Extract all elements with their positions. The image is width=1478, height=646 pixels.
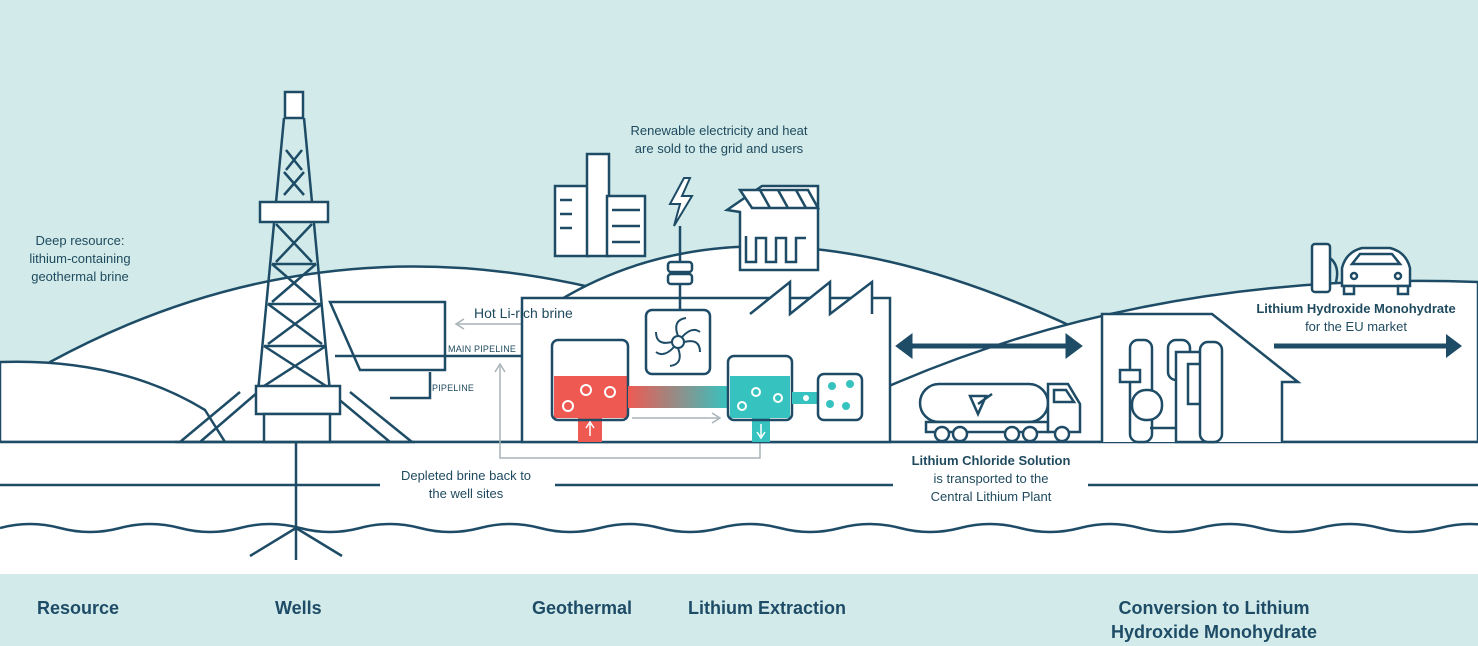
transformer-icon — [666, 226, 694, 310]
turbine-fan-icon — [644, 308, 712, 376]
drilling-rig-icon — [175, 90, 415, 560]
stage-conversion: Conversion to Lithium Hydroxide Monohydr… — [1098, 596, 1330, 644]
brine-transfer-pipe — [628, 386, 728, 408]
ground-band — [0, 442, 1478, 574]
house-solar-icon — [723, 184, 821, 272]
stage-resource: Resource — [37, 598, 120, 618]
licl-line-1: is transported to the — [933, 471, 1049, 486]
pipeline-label: PIPELINE — [432, 383, 475, 393]
pipelines — [328, 300, 522, 400]
cool-brine-tank-icon — [726, 354, 794, 442]
depleted-brine-line-2: the well sites — [428, 486, 504, 501]
stage-wells: Wells — [275, 598, 322, 618]
conversion-plant-icon — [1100, 312, 1302, 444]
stage-lithium-extraction: Lithium Extraction — [688, 598, 847, 618]
lioh-label: Lithium Hydroxide Monohydrate for the EU… — [1244, 300, 1468, 336]
lithium-concentrate-icon — [792, 372, 864, 422]
stage-geothermal: Geothermal — [532, 598, 633, 618]
electric-car-icon — [1340, 246, 1412, 296]
transport-arrow — [895, 333, 1083, 359]
city-buildings-icon — [553, 152, 647, 258]
lightning-icon — [668, 177, 694, 227]
licl-label: Lithium Chloride Solution is transported… — [898, 452, 1084, 506]
ev-charger-icon — [1310, 242, 1339, 294]
renewable-label: Renewable electricity and heat are sold … — [606, 122, 832, 158]
renewable-line-1: Renewable electricity and heat — [630, 123, 808, 138]
deep-resource-line-1: Deep resource: — [35, 233, 125, 248]
lioh-subtitle: for the EU market — [1305, 319, 1407, 334]
main-pipeline-label: MAIN PIPELINE — [448, 344, 517, 354]
tanker-truck-icon — [918, 382, 1082, 443]
depleted-brine-return — [499, 366, 761, 459]
licl-title: Lithium Chloride Solution — [911, 453, 1071, 468]
deep-resource-line-2: lithium-containing — [29, 251, 131, 266]
deep-resource-label: Deep resource: lithium-containing geothe… — [22, 232, 138, 286]
licl-line-2: Central Lithium Plant — [930, 489, 1052, 504]
depleted-brine-line-1: Depleted brine back to — [400, 468, 532, 483]
underground-wave — [0, 522, 1478, 534]
lioh-title: Lithium Hydroxide Monohydrate — [1256, 301, 1456, 316]
hot-brine-tank-icon — [550, 338, 630, 442]
stage-conversion-line-2: Hydroxide Monohydrate — [1110, 622, 1318, 642]
stage-conversion-line-1: Conversion to Lithium — [1118, 598, 1310, 618]
depleted-brine-label: Depleted brine back to the well sites — [386, 467, 546, 503]
hot-brine-label: Hot Li-rich brine — [474, 305, 573, 321]
deep-resource-line-3: geothermal brine — [31, 269, 129, 284]
renewable-line-2: are sold to the grid and users — [634, 141, 804, 156]
